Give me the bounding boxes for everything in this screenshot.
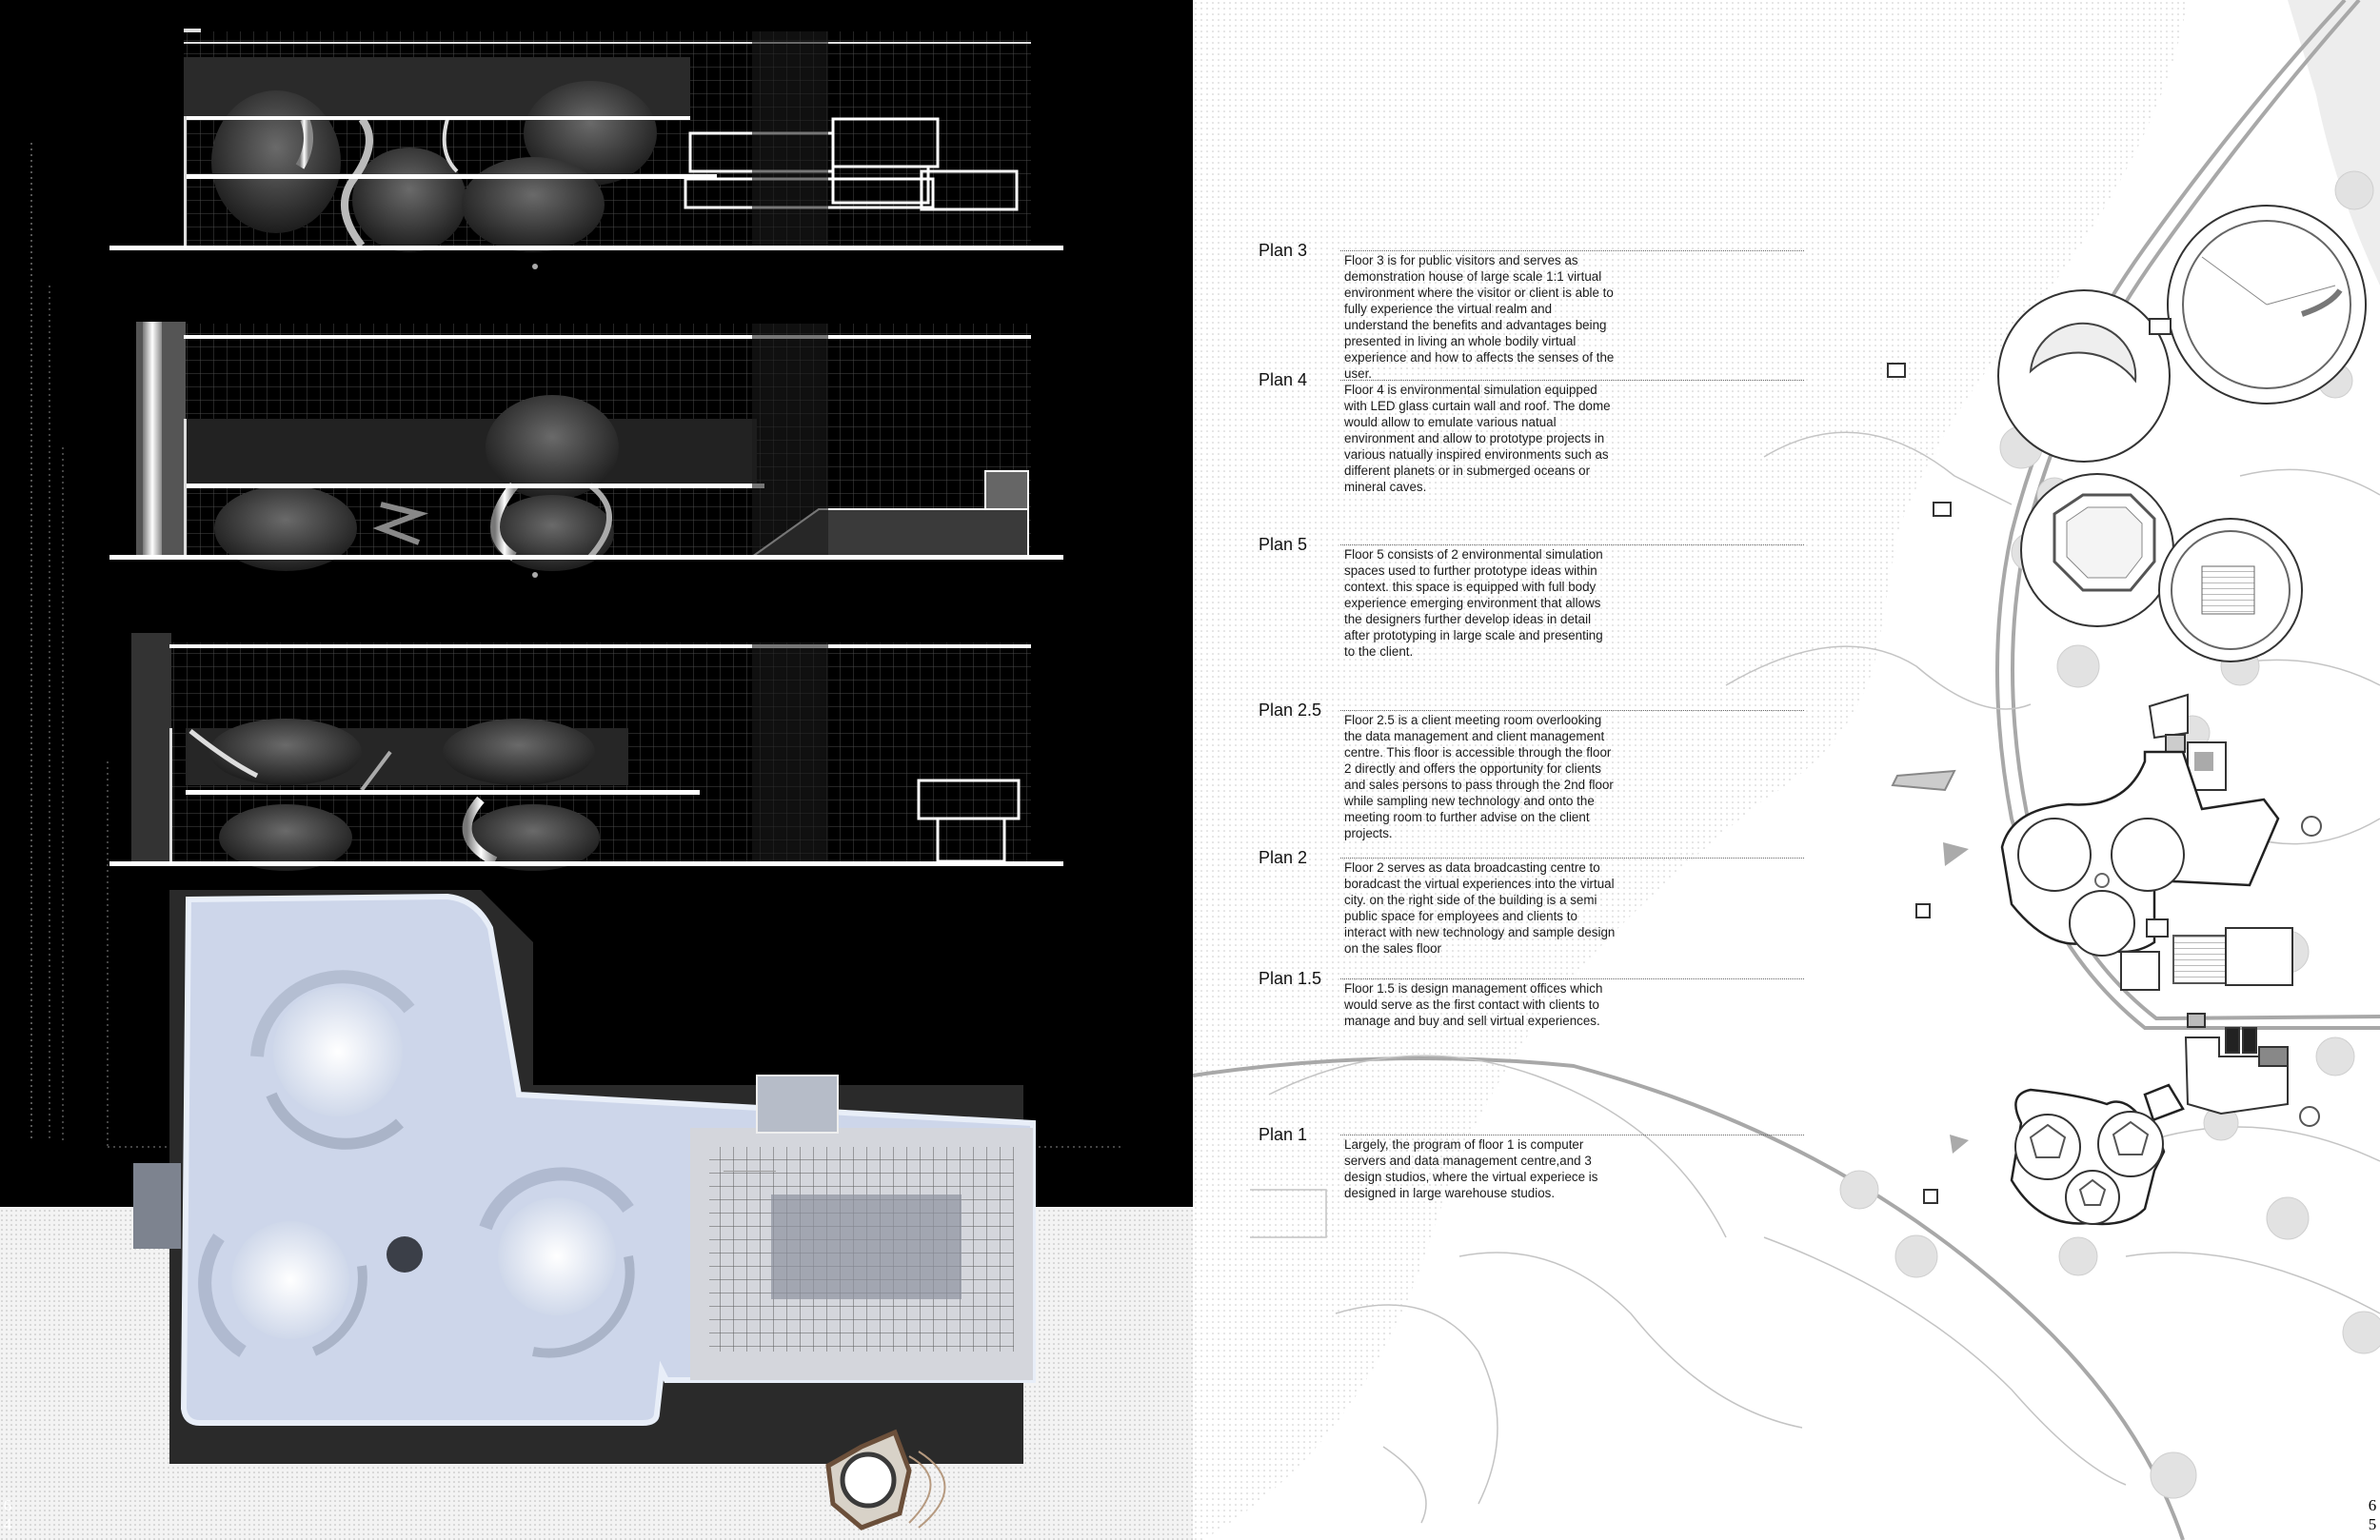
plan-description: Floor 4 is environmental simulation equi… <box>1344 383 1611 494</box>
left-page: 6 4 <box>0 0 1193 1540</box>
plan-description: Floor 2 serves as data broadcasting cent… <box>1344 860 1616 956</box>
dotted-rule <box>1340 710 1804 711</box>
plan-1-5-drawing <box>2120 918 2293 1116</box>
section-drawing-2 <box>109 322 1063 578</box>
section-drawing-1 <box>109 29 1063 269</box>
site-plan-drawing <box>1193 0 2380 1540</box>
plan-label: Plan 2 <box>1259 848 1308 867</box>
plan-2-drawing <box>1915 750 2322 957</box>
plan-description: Floor 3 is for public visitors and serve… <box>1344 253 1615 381</box>
plan-label: Plan 1 <box>1259 1125 1308 1144</box>
dotted-rule <box>1340 544 1804 545</box>
page-number-left: 6 4 <box>3 1496 12 1533</box>
page-number-right: 6 5 <box>2368 1496 2377 1533</box>
plan-4-drawing <box>1933 473 2303 662</box>
plan-description: Largely, the program of floor 1 is compu… <box>1344 1137 1598 1200</box>
plan-description: Floor 1.5 is design management offices w… <box>1344 981 1603 1028</box>
plan-label: Plan 2.5 <box>1259 701 1322 720</box>
plan-label: Plan 3 <box>1259 241 1308 260</box>
dotted-rule <box>1340 858 1804 859</box>
plan-label: Plan 5 <box>1259 535 1308 554</box>
right-page: Plan 3 Floor 3 is for public visitors an… <box>1193 0 2380 1540</box>
plan-model <box>133 890 1036 1530</box>
terrain-dotted <box>1193 0 2188 1540</box>
site-contours <box>1250 431 2380 1524</box>
plan-description: Floor 5 consists of 2 environmental simu… <box>1344 547 1603 659</box>
terrain-patch <box>2288 0 2380 286</box>
plan-label: Plan 4 <box>1259 370 1308 389</box>
plan-label: Plan 1.5 <box>1259 969 1322 988</box>
plan-1-drawing <box>1923 1083 2320 1226</box>
dotted-rule <box>1340 250 1804 251</box>
dotted-rule <box>1340 978 1804 979</box>
plan-3-drawing <box>1887 205 2367 463</box>
floor-plan-stack <box>1887 205 2367 1226</box>
section-drawing-3 <box>109 633 1063 871</box>
plan-description: Floor 2.5 is a client meeting room overl… <box>1344 713 1614 840</box>
dotted-rule <box>1340 380 1804 381</box>
left-page-drawings <box>0 29 1193 1540</box>
dome-pavilion <box>825 1429 946 1530</box>
